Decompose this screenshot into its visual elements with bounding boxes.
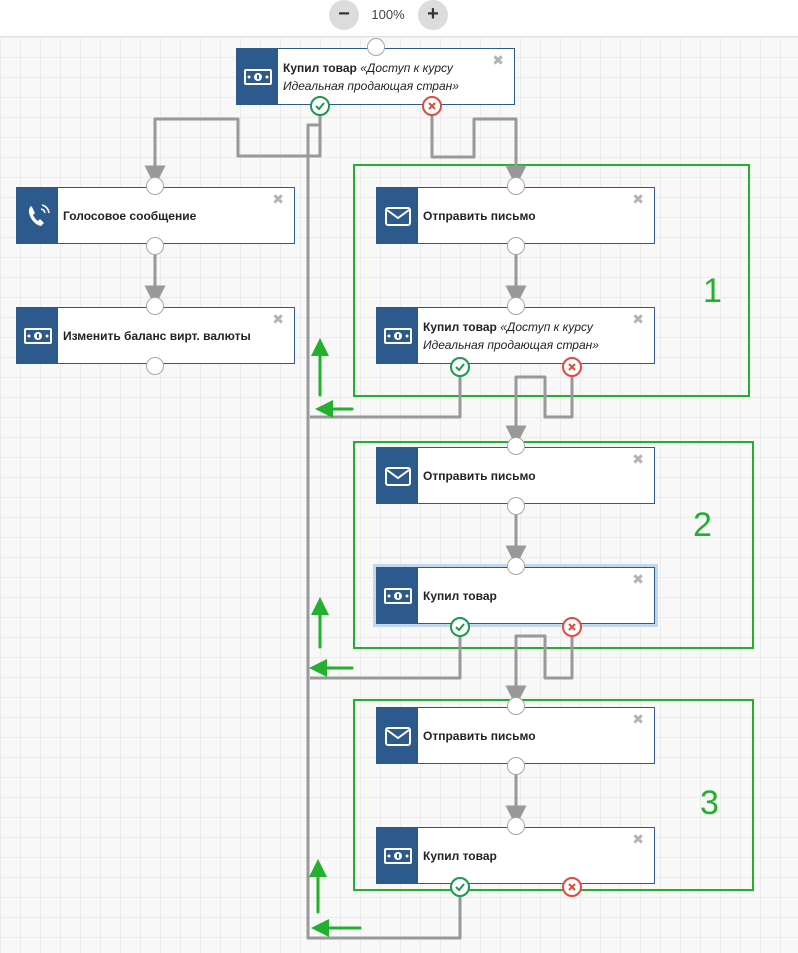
group-label-2: 2 <box>693 506 712 544</box>
connector-purchase2-no <box>505 627 574 707</box>
input-port[interactable] <box>146 177 164 195</box>
toolbar: − 100% + <box>0 0 798 37</box>
yes-port-check-icon[interactable] <box>450 617 470 637</box>
connector-purchase1-no <box>505 366 574 447</box>
yes-port-check-icon[interactable] <box>450 877 470 897</box>
node-text: Купил товар <box>423 828 632 883</box>
zoom-out-button[interactable]: − <box>329 0 359 30</box>
output-port[interactable] <box>507 497 525 515</box>
connector-purchase1-yes <box>310 366 462 419</box>
no-port-cross-icon[interactable] <box>562 617 582 637</box>
group-frame-1 <box>353 164 750 397</box>
money-icon <box>377 308 418 363</box>
input-port[interactable] <box>507 557 525 575</box>
output-port[interactable] <box>507 757 525 775</box>
node-send-email-2[interactable]: Отправить письмо ✖ <box>376 447 655 504</box>
no-port-cross-icon[interactable] <box>562 877 582 897</box>
output-port[interactable] <box>146 357 164 375</box>
node-purchase-start[interactable]: Купил товар «Доступ к курсу Идеальная пр… <box>236 48 515 105</box>
group-label-1: 1 <box>703 272 722 310</box>
input-port[interactable] <box>507 297 525 315</box>
node-subtitle: «Доступ к курсу <box>360 60 453 75</box>
envelope-icon <box>377 448 418 503</box>
node-send-email-3[interactable]: Отправить письмо ✖ <box>376 707 655 764</box>
envelope-icon <box>377 188 418 243</box>
close-icon[interactable]: ✖ <box>632 451 644 467</box>
node-purchase-2[interactable]: Купил товар ✖ <box>376 567 655 624</box>
node-title: Изменить баланс вирт. валюты <box>63 328 251 343</box>
money-icon <box>237 49 278 104</box>
input-port[interactable] <box>507 177 525 195</box>
close-icon[interactable]: ✖ <box>632 571 644 587</box>
connector-no-to-email1 <box>430 106 527 187</box>
input-port[interactable] <box>507 437 525 455</box>
node-subtitle: «Доступ к курсу <box>500 319 593 334</box>
envelope-icon <box>377 708 418 763</box>
node-voice-message[interactable]: Голосовое сообщение ✖ <box>16 187 295 244</box>
connector-yes-return <box>306 106 462 940</box>
node-title: Отправить письмо <box>423 728 536 743</box>
node-text: Купил товар <box>423 568 632 623</box>
no-port-cross-icon[interactable] <box>562 357 582 377</box>
connector-purchase2-yes <box>310 627 462 680</box>
yes-port-check-icon[interactable] <box>450 357 470 377</box>
node-text: Изменить баланс вирт. валюты <box>63 308 272 363</box>
node-purchase-1[interactable]: Купил товар «Доступ к курсу Идеальная пр… <box>376 307 655 364</box>
close-icon[interactable]: ✖ <box>272 311 284 327</box>
close-icon[interactable]: ✖ <box>632 191 644 207</box>
close-icon[interactable]: ✖ <box>632 711 644 727</box>
no-port-cross-icon[interactable] <box>422 96 442 116</box>
node-send-email-1[interactable]: Отправить письмо ✖ <box>376 187 655 244</box>
input-port[interactable] <box>507 697 525 715</box>
node-title: Купил товар <box>283 60 357 75</box>
money-icon <box>17 308 58 363</box>
group-frame-2 <box>353 441 754 649</box>
input-port[interactable] <box>367 38 385 56</box>
close-icon[interactable]: ✖ <box>272 191 284 207</box>
group-frame-3 <box>353 699 754 891</box>
node-title: Голосовое сообщение <box>63 208 197 223</box>
close-icon[interactable]: ✖ <box>632 831 644 847</box>
node-subtitle-line2: Идеальная продающая стран» <box>283 78 459 93</box>
node-title: Отправить письмо <box>423 468 536 483</box>
node-text: Отправить письмо <box>423 448 632 503</box>
node-title: Отправить письмо <box>423 208 536 223</box>
close-icon[interactable]: ✖ <box>632 311 644 327</box>
node-title: Купил товар <box>423 588 497 603</box>
node-text: Отправить письмо <box>423 188 632 243</box>
node-text: Купил товар «Доступ к курсу Идеальная пр… <box>283 49 492 104</box>
input-port[interactable] <box>146 297 164 315</box>
node-subtitle-line2: Идеальная продающая стран» <box>423 337 599 352</box>
node-title: Купил товар <box>423 848 497 863</box>
node-text: Купил товар «Доступ к курсу Идеальная пр… <box>423 308 632 363</box>
close-icon[interactable]: ✖ <box>492 52 504 68</box>
node-change-balance[interactable]: Изменить баланс вирт. валюты ✖ <box>16 307 295 364</box>
input-port[interactable] <box>507 817 525 835</box>
node-text: Отправить письмо <box>423 708 632 763</box>
zoom-level: 100% <box>371 7 405 22</box>
node-text: Голосовое сообщение <box>63 188 272 243</box>
node-purchase-3[interactable]: Купил товар ✖ <box>376 827 655 884</box>
zoom-in-button[interactable]: + <box>418 0 448 30</box>
money-icon <box>377 568 418 623</box>
node-title: Купил товар <box>423 319 497 334</box>
output-port[interactable] <box>507 237 525 255</box>
connector-yes-to-voice <box>144 106 322 187</box>
money-icon <box>377 828 418 883</box>
output-port[interactable] <box>146 237 164 255</box>
yes-port-check-icon[interactable] <box>310 96 330 116</box>
group-label-3: 3 <box>700 784 719 822</box>
phone-icon <box>17 188 58 243</box>
